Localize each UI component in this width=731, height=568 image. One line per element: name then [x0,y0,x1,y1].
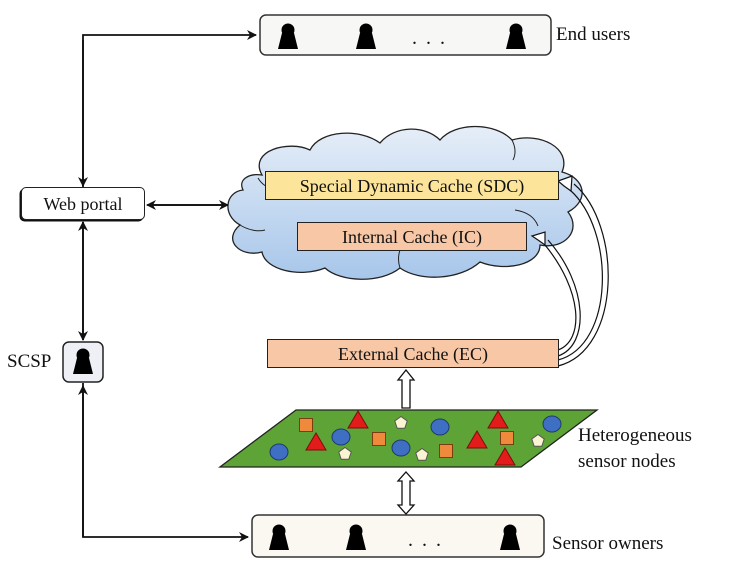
sensor-nodes-label-line1: Heterogeneous [578,425,692,446]
square-node [372,432,386,446]
triangle-node [305,432,327,451]
sensor-owners-box [251,514,545,558]
circle-node [391,439,411,457]
scsp-owners-connector [82,383,249,542]
field-ec-arrow [396,368,416,409]
square-node [439,444,453,458]
web-portal-label: Web portal [43,193,123,214]
cloud-crease [398,249,401,269]
pentagon-node [531,433,545,447]
sensor-owners-label: Sensor owners [552,533,664,554]
sdc-label: Special Dynamic Cache (SDC) [299,175,525,196]
web-portal-box[interactable]: Web portal [21,187,145,220]
portal-endusers-connector [82,30,257,188]
ec-to-sdc-arrow [556,175,609,367]
pentagon-node [338,446,352,460]
triangle-node [347,410,369,429]
triangle-node [487,410,509,429]
end-users-box [259,14,552,56]
cloud-crease [511,139,516,161]
field-owners-arrow [396,471,416,515]
end-users-label: End users [556,24,631,45]
end-users-group [259,14,552,56]
sensor-nodes [269,410,562,466]
scsp-label: SCSP [7,351,52,372]
pentagon-node [394,415,408,429]
sensor-nodes-label-line2: sensor nodes [578,451,676,472]
circle-node [430,418,450,436]
sdc-box: Special Dynamic Cache (SDC) [265,171,559,200]
circle-node [542,415,562,433]
triangle-node [466,430,488,449]
ic-box: Internal Cache (IC) [297,222,527,251]
cloud-crease [239,224,266,232]
triangle-node [494,447,516,466]
ec-to-ic-arrow [530,231,581,357]
pentagon-node [415,447,429,461]
circle-node [269,443,289,461]
circle-node [331,428,351,446]
cloud-crease [514,209,539,227]
end-users-ellipsis: . . . [412,27,447,49]
ic-label: Internal Cache (IC) [342,226,482,247]
square-node [299,418,313,432]
sensor-owners-ellipsis: . . . [408,529,443,551]
ec-label: External Cache (EC) [338,343,488,364]
square-node [500,431,514,445]
sensor-owners-group [251,514,545,558]
ec-box: External Cache (EC) [267,339,559,368]
cloud-shape [227,125,583,280]
